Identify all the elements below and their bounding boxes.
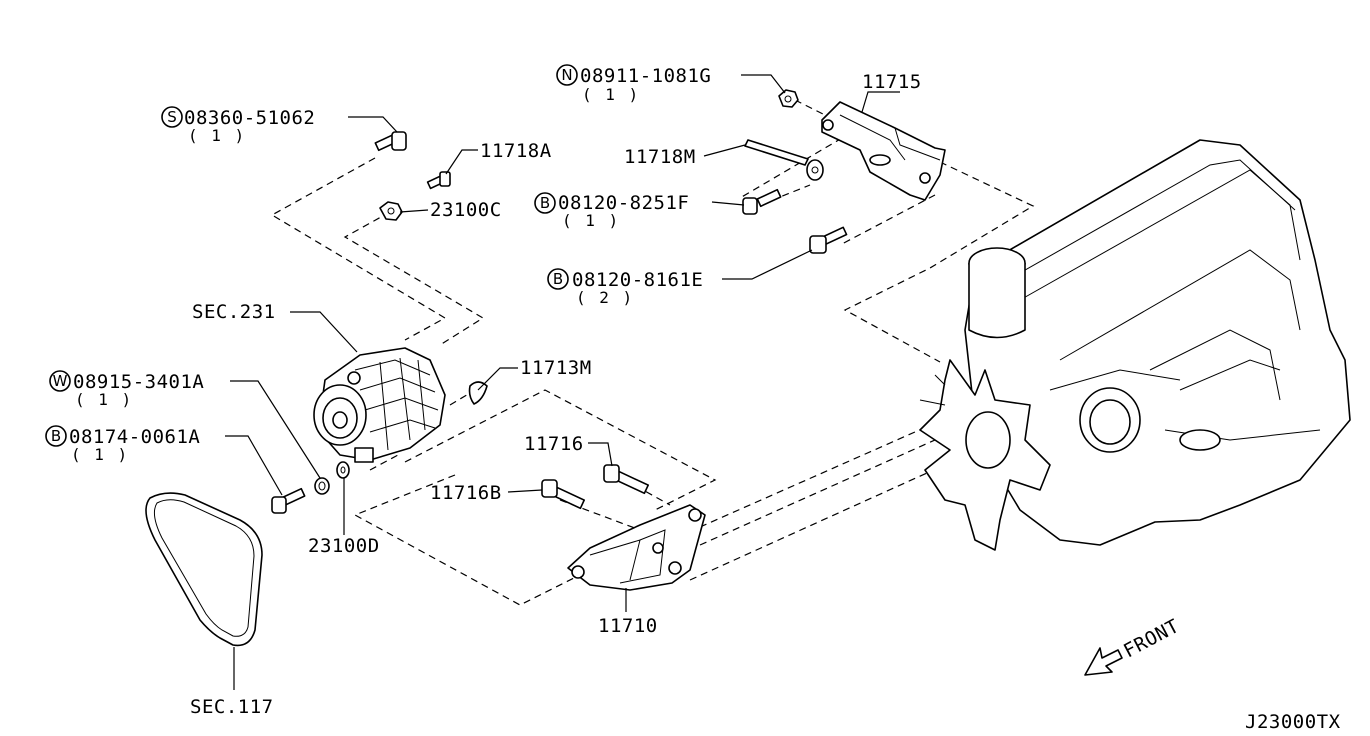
part-number: 11718A xyxy=(480,140,552,162)
fastener-clip-11713M xyxy=(468,381,488,405)
prefix-letter: B xyxy=(540,194,550,212)
part-number: 23100D xyxy=(308,535,380,557)
fastener-bolt-08360 xyxy=(374,131,407,152)
part-label-p11[interactable]: W 08915-3401A ( 1 ) xyxy=(49,370,204,409)
drive-belt-sec117 xyxy=(145,492,263,647)
part-label-p17[interactable]: SEC.117 xyxy=(190,696,274,718)
part-number: SEC.117 xyxy=(190,696,274,718)
part-label-p10[interactable]: 11713M xyxy=(520,357,592,379)
prefix-letter: B xyxy=(553,270,563,288)
prefix-circle xyxy=(161,106,183,128)
part-label-p12[interactable]: B 08174-0061A ( 1 ) xyxy=(45,425,200,464)
part-number: 08120-8161E xyxy=(572,269,703,291)
part-label-p9[interactable]: SEC.231 xyxy=(192,301,276,323)
engine-block xyxy=(964,139,1351,546)
part-qty: ( 1 ) xyxy=(582,85,640,104)
prefix-circle xyxy=(49,370,71,392)
prefix-circle xyxy=(547,268,569,290)
part-qty: ( 1 ) xyxy=(71,445,129,464)
part-number: 11716B xyxy=(430,482,502,504)
part-label-p14[interactable]: 11716B xyxy=(430,482,502,504)
fastener-nut-23100C xyxy=(379,201,403,221)
part-number: SEC.231 xyxy=(192,301,276,323)
part-number: 11715 xyxy=(862,71,922,93)
fastener-bolt-08120-8251F xyxy=(742,188,782,215)
part-label-p6[interactable]: 11718M xyxy=(624,146,696,168)
part-number: 08174-0061A xyxy=(69,426,200,448)
fastener-bolt-08120-8161E xyxy=(809,226,848,254)
part-qty: ( 2 ) xyxy=(576,288,634,307)
part-label-p2[interactable]: 11718A xyxy=(480,140,552,162)
part-label-p5[interactable]: 11715 xyxy=(862,71,922,93)
part-label-p1[interactable]: S 08360-51062 ( 1 ) xyxy=(161,106,315,145)
part-qty: ( 1 ) xyxy=(562,211,620,230)
leader-lines xyxy=(225,74,900,690)
fastener-washer-08915 xyxy=(314,477,330,495)
bracket-11715 xyxy=(821,101,946,201)
part-number: 08915-3401A xyxy=(73,371,204,393)
prefix-letter: W xyxy=(53,372,68,390)
prefix-circle xyxy=(534,192,556,214)
fastener-nut-08911 xyxy=(778,89,799,108)
part-label-p16[interactable]: 11710 xyxy=(598,615,658,637)
fastener-bolt-08174 xyxy=(271,487,306,514)
fastener-bolt-11716 xyxy=(603,464,649,495)
prefix-letter: N xyxy=(561,66,572,84)
part-label-p8[interactable]: B 08120-8161E ( 2 ) xyxy=(547,268,703,307)
part-label-p4[interactable]: N 08911-1081G ( 1 ) xyxy=(556,64,711,104)
front-arrow-icon xyxy=(1084,647,1123,676)
part-number: 08360-51062 xyxy=(184,107,315,129)
part-number: 11713M xyxy=(520,357,592,379)
part-number: 08120-8251F xyxy=(558,192,689,214)
part-qty: ( 1 ) xyxy=(75,390,133,409)
part-label-p15[interactable]: 23100D xyxy=(308,535,380,557)
alternator-sec231 xyxy=(313,347,446,463)
part-label-p7[interactable]: B 08120-8251F ( 1 ) xyxy=(534,192,689,230)
prefix-letter: S xyxy=(167,108,177,126)
front-label: FRONT xyxy=(1120,615,1183,662)
catalog-code: J23000TX xyxy=(1245,711,1341,733)
fastener-bolt-11716B xyxy=(541,479,585,510)
part-label-p13[interactable]: 11716 xyxy=(524,433,584,455)
prefix-circle xyxy=(45,425,67,447)
bracket-11710 xyxy=(567,504,706,591)
fastener-bolt-11718A xyxy=(426,171,451,190)
part-qty: ( 1 ) xyxy=(188,126,246,145)
part-label-p3[interactable]: 23100C xyxy=(430,199,502,221)
cooling-fan xyxy=(919,359,1051,551)
part-number: 11710 xyxy=(598,615,658,637)
front-direction-indicator: FRONT xyxy=(1084,615,1183,676)
part-number: 08911-1081G xyxy=(580,65,711,87)
prefix-circle xyxy=(556,64,578,86)
fastener-nut-23100D xyxy=(336,461,350,479)
part-number: 11716 xyxy=(524,433,584,455)
part-number: 11718M xyxy=(624,146,696,168)
part-number: 23100C xyxy=(430,199,502,221)
fastener-bolt-11718M xyxy=(744,139,824,181)
prefix-letter: B xyxy=(51,427,61,445)
